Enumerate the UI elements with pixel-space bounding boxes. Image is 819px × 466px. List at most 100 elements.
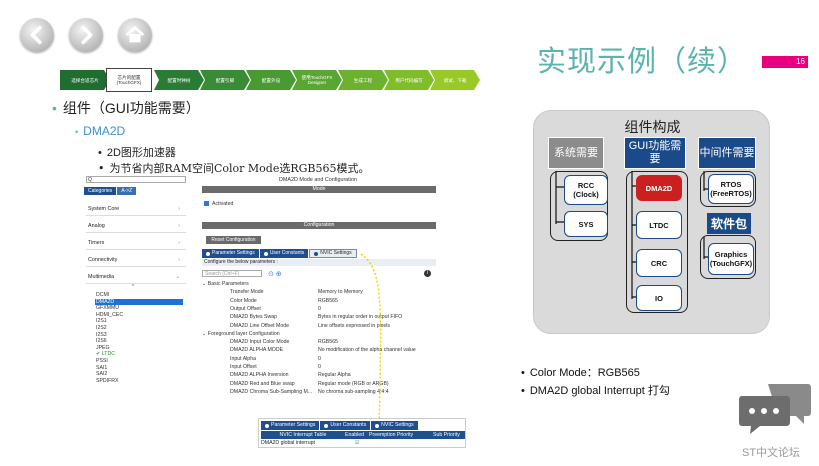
param-value[interactable]: RGB565 bbox=[318, 297, 338, 304]
param-value[interactable]: 0 bbox=[318, 305, 321, 312]
tab-user-constants[interactable]: User Constants bbox=[259, 249, 309, 258]
peripheral-item[interactable]: I2S6 bbox=[96, 338, 107, 345]
param-name: DMA2D Bytes Swap bbox=[230, 314, 277, 321]
header-system: 系统需要 bbox=[548, 137, 604, 169]
component-diagram: 组件构成 系统需要 GUI功能需要 中间件需要 RCC (Clock) SYS … bbox=[533, 110, 770, 334]
category-timers[interactable]: Timers› bbox=[86, 236, 186, 250]
enabled-checkbox[interactable]: ☑ bbox=[355, 440, 360, 446]
param-value[interactable]: Bytes in regular order in output FIFO bbox=[318, 314, 403, 321]
peripheral-item[interactable]: SAI1 bbox=[96, 364, 108, 371]
nvic-screenshot: Parameter Settings User Constants NVIC S… bbox=[258, 418, 466, 448]
param-value[interactable]: 0 bbox=[318, 364, 321, 370]
param-name: DMA2D ALPHA MODE bbox=[230, 347, 284, 354]
param-name: Input Offset bbox=[230, 364, 257, 370]
bullet-level3: •2D图形加速器 bbox=[98, 147, 176, 159]
header-middleware: 中间件需要 bbox=[698, 137, 756, 169]
peripheral-item[interactable]: SAI2 bbox=[96, 371, 108, 378]
tab-parameter-settings[interactable]: Parameter Settings bbox=[261, 421, 320, 430]
collapse-arrow[interactable]: ^ bbox=[132, 284, 135, 290]
item-crc: CRC bbox=[636, 249, 682, 277]
reset-configuration-button[interactable]: Reset Configuration bbox=[206, 236, 261, 244]
status-dot-icon bbox=[324, 423, 329, 428]
tab-nvic-settings[interactable]: NVIC Settings bbox=[371, 421, 418, 430]
param-value[interactable]: Line offsets expressed in pixels bbox=[318, 322, 390, 329]
param-value[interactable]: RGB565 bbox=[318, 339, 338, 346]
peripheral-item[interactable]: I2S2 bbox=[96, 325, 107, 331]
nvic-table-header: NVIC Interrupt Table Enabled Preemption … bbox=[261, 431, 465, 439]
window-title: DMA2D Mode and Configuration bbox=[279, 177, 357, 183]
status-dot-icon bbox=[263, 251, 268, 256]
item-ltdc: LTDC bbox=[636, 211, 682, 239]
category-panel: Q Categories A->Z System Core› Analog› T… bbox=[84, 174, 188, 404]
category-system-core[interactable]: System Core› bbox=[86, 202, 186, 216]
tab-user-constants[interactable]: User Constants bbox=[320, 421, 371, 430]
param-section-header[interactable]: ⌄ Foreground layer Configuration bbox=[202, 330, 280, 337]
peripheral-item[interactable]: HDMI_CEC bbox=[96, 311, 124, 318]
param-name: Transfer Mode bbox=[230, 289, 264, 296]
process-step: 配置外设 bbox=[246, 70, 296, 90]
diagram-title: 组件构成 bbox=[624, 119, 681, 135]
process-step: 用户代码编写 bbox=[384, 70, 434, 90]
header-gui: GUI功能需要 bbox=[624, 137, 686, 169]
status-dot-icon bbox=[375, 423, 380, 428]
chevron-left-icon bbox=[30, 25, 42, 45]
home-button[interactable] bbox=[118, 18, 152, 52]
forum-logo-icon bbox=[739, 384, 811, 434]
item-rtos: RTOS (FreeRTOS) bbox=[708, 174, 754, 204]
tab-parameter-settings[interactable]: Parameter Settings bbox=[202, 249, 259, 258]
chevron-right-icon: › bbox=[178, 257, 180, 263]
bullet-level3: •为节省内部RAM空间Color Mode选RGB565模式。 bbox=[98, 162, 370, 175]
tab-a-z[interactable]: A->Z bbox=[117, 187, 137, 195]
peripheral-item[interactable]: DMA2D bbox=[95, 298, 183, 306]
item-io: IO bbox=[636, 285, 682, 311]
param-name: DMA2D Red and Blue swap bbox=[230, 380, 295, 387]
process-step: 生成工程 bbox=[338, 70, 388, 90]
category-multimedia[interactable]: Multimedia⌄ bbox=[86, 270, 186, 284]
process-step: 调试、下载 bbox=[430, 70, 480, 90]
filter-icon[interactable]: ⊙ ⊕ bbox=[268, 271, 282, 278]
activated-checkbox[interactable]: Activated bbox=[204, 201, 233, 207]
configuration-bar: Configuration bbox=[202, 222, 436, 229]
status-dot-icon bbox=[314, 251, 319, 256]
item-dma2d: DMA2D bbox=[636, 175, 682, 201]
item-graphics: Graphics (TouchGFX) bbox=[708, 243, 754, 275]
param-value[interactable]: Memory to Memory bbox=[318, 289, 363, 296]
peripheral-item[interactable]: I2S3 bbox=[96, 331, 107, 338]
peripheral-item[interactable]: I2S1 bbox=[96, 318, 107, 325]
peripheral-item[interactable]: GFXMMU bbox=[96, 305, 120, 312]
param-value[interactable]: No modification of the alpha channel val… bbox=[318, 347, 416, 354]
checkbox-icon bbox=[204, 201, 209, 207]
info-icon[interactable]: i bbox=[424, 270, 431, 277]
param-value[interactable]: No chroma sub-sampling 4:4:4 bbox=[318, 388, 389, 395]
back-button[interactable] bbox=[20, 18, 54, 52]
peripheral-item[interactable]: PSSI bbox=[96, 358, 108, 364]
peripheral-item[interactable]: DCMI bbox=[96, 292, 110, 298]
config-panel: DMA2D Mode and Configuration Mode Activa… bbox=[198, 174, 438, 404]
item-sys: SYS bbox=[564, 211, 608, 237]
bullet-level1: •组件（GUI功能需要） bbox=[52, 100, 200, 116]
category-analog[interactable]: Analog› bbox=[86, 219, 186, 233]
dotted-arrow bbox=[360, 253, 385, 441]
table-row: DMA2D global interrupt ☑ bbox=[261, 440, 465, 447]
search-input[interactable]: Q bbox=[86, 176, 186, 183]
process-step: 选择合适芯片 bbox=[60, 70, 110, 90]
chevron-right-icon: › bbox=[178, 206, 180, 212]
status-dot-icon bbox=[265, 423, 269, 428]
param-search-input[interactable]: Search (Ctrl+F) bbox=[202, 270, 262, 277]
process-step: 使用TouchGFX Designer bbox=[292, 70, 342, 90]
peripheral-item[interactable]: ✔ LTDC bbox=[96, 351, 115, 358]
param-value[interactable]: Regular Alpha bbox=[318, 372, 351, 379]
param-value[interactable]: Regular mode (RGB or ARGB) bbox=[318, 380, 389, 387]
peripheral-item[interactable]: SPDIFRX bbox=[96, 377, 119, 384]
category-connectivity[interactable]: Connectivity› bbox=[86, 253, 186, 267]
forward-button[interactable] bbox=[69, 18, 103, 52]
peripheral-item[interactable]: JPEG bbox=[96, 344, 110, 351]
param-section-header[interactable]: ⌄ Basic Parameters bbox=[202, 281, 249, 287]
tab-nvic-settings[interactable]: NVIC Settings bbox=[309, 249, 357, 258]
tab-categories[interactable]: Categories bbox=[84, 187, 117, 195]
param-value[interactable]: 0 bbox=[318, 355, 321, 362]
connector-lines bbox=[555, 171, 564, 224]
note-color-mode: •Color Mode：RGB565 bbox=[521, 367, 640, 379]
page-number: 16 bbox=[762, 56, 808, 68]
bullet-level2: •DMA2D bbox=[75, 124, 126, 138]
